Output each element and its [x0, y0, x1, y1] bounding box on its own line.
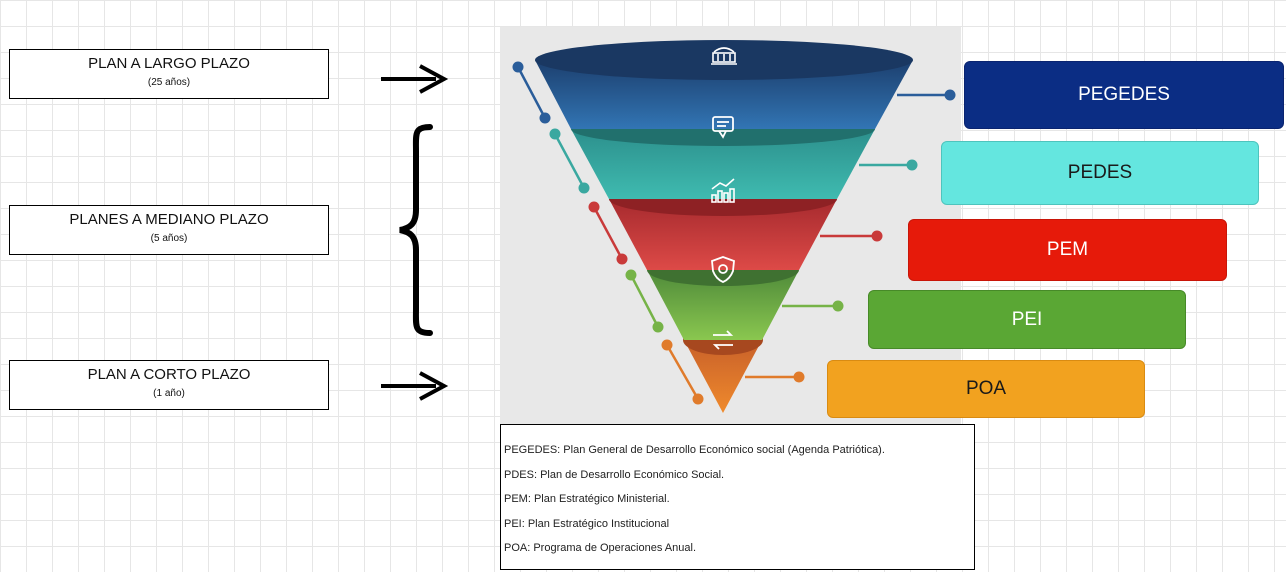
plan-subtitle: (5 años) [150, 233, 188, 244]
left-connector-dots [512, 61, 704, 405]
level-label: PEDES [1067, 162, 1133, 183]
arrow-right-icon [381, 371, 449, 401]
arrow-right-icon [381, 64, 449, 94]
level-poa: POA [827, 360, 1145, 418]
plan-subtitle: (1 año) [153, 388, 185, 399]
left-connector-lines [516, 66, 700, 400]
level-label: PEI [1011, 308, 1043, 330]
plan-box-medium-term: PLANES A MEDIANO PLAZO (5 años) [9, 205, 329, 255]
plan-box-long-term: PLAN A LARGO PLAZO (25 años) [9, 49, 329, 99]
plan-title: PLAN A CORTO PLAZO [87, 366, 251, 383]
funnel-segment-pem [609, 199, 837, 270]
level-pedes: PEDES [941, 141, 1259, 205]
right-connector-lines [745, 93, 950, 379]
level-label: POA [965, 378, 1007, 399]
plan-title: PLAN A LARGO PLAZO [88, 55, 250, 72]
arrows-icon [712, 330, 734, 350]
funnel-diagram [512, 40, 956, 413]
funnel-segment-pedes [571, 129, 875, 199]
level-pei: PEI [868, 290, 1186, 349]
building-icon [711, 47, 737, 65]
level-label: PEM [1046, 239, 1089, 260]
chart-icon [711, 178, 735, 203]
legend-item: PEGEDES: Plan General de Desarrollo Econ… [504, 444, 885, 456]
legend-item: POA: Programa de Operaciones Anual. [504, 542, 696, 554]
plan-box-short-term: PLAN A CORTO PLAZO (1 año) [9, 360, 329, 410]
curly-brace-icon [399, 124, 433, 336]
level-label: PEGEDES [1078, 84, 1170, 105]
legend-box: PEGEDES: Plan General de Desarrollo Econ… [500, 424, 975, 570]
plan-title: PLANES A MEDIANO PLAZO [69, 211, 269, 228]
funnel-segment-pei [647, 270, 799, 340]
chat-icon [712, 116, 734, 139]
plan-subtitle: (25 años) [147, 77, 191, 88]
level-pem: PEM [908, 219, 1227, 281]
legend-item: PDES: Plan de Desarrollo Económico Socia… [504, 468, 725, 481]
legend-item: PEM: Plan Estratégico Ministerial. [504, 493, 670, 505]
shield-icon [711, 256, 735, 283]
right-connector-dots [793, 89, 956, 383]
funnel-segment-poa [684, 340, 762, 413]
legend-item: PEI: Plan Estratégico Institucional [504, 517, 670, 530]
level-pegedes: PEGEDES [964, 61, 1284, 129]
